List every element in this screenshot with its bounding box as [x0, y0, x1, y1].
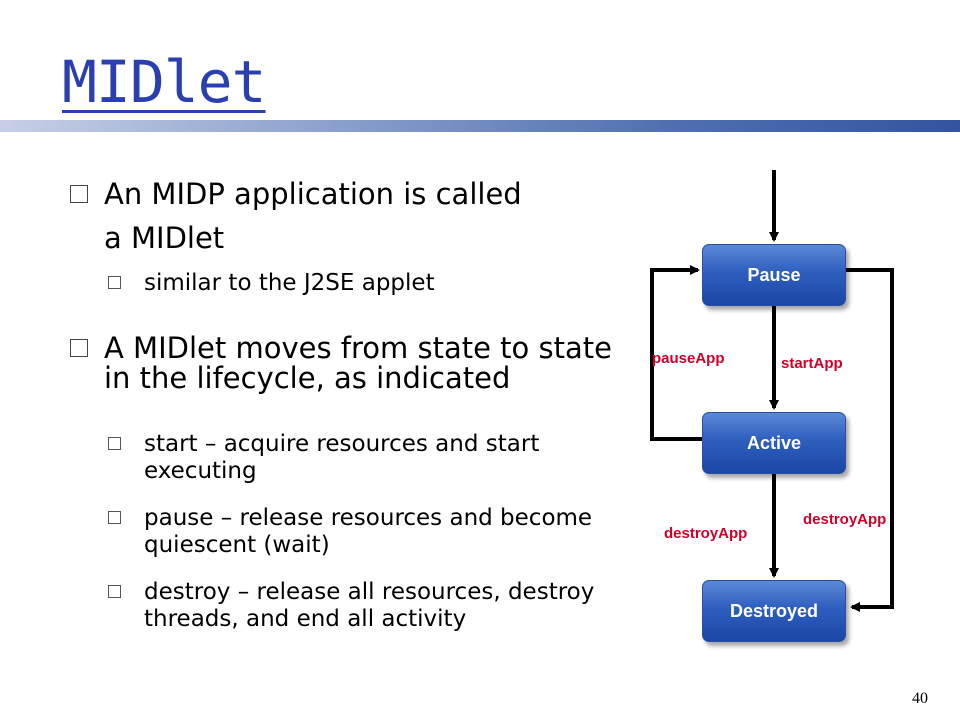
bullet-2: A MIDlet moves from state to state in th…: [70, 333, 634, 393]
lifecycle-diagram: Pause Active Destroyed pauseApp startApp…: [640, 165, 940, 645]
sub-bullet-2-3: destroy – release all resources, destroy…: [100, 579, 630, 633]
label-startapp: startApp: [781, 355, 843, 372]
state-destroyed: Destroyed: [702, 580, 846, 642]
page-number: 40: [912, 690, 928, 707]
sub-bullet-box-icon: [108, 585, 121, 598]
pauseapp-arrow: [650, 265, 702, 441]
label-destroyapp-right: destroyApp: [803, 511, 887, 528]
sub-bullet-2-1-text: start – acquire resources and start exec…: [144, 431, 540, 484]
sub-bullet-2-2-text: pause – release resources and become qui…: [144, 505, 593, 558]
sub-bullet-2-2: pause – release resources and become qui…: [100, 505, 630, 559]
label-destroyapp-left: destroyApp: [664, 525, 748, 542]
bullet-list: An MIDP application is called a MIDlet s…: [70, 172, 630, 633]
sub-bullet-2-1: start – acquire resources and start exec…: [100, 431, 630, 485]
sub-bullet-box-icon: [108, 511, 121, 524]
sub-bullet-2-3-text: destroy – release all resources, destroy…: [144, 579, 595, 632]
bullet-1-text: An MIDP application is called a MIDlet: [104, 177, 522, 255]
bullet-box-icon: [70, 339, 88, 357]
title-gradient-bar: [0, 120, 960, 132]
state-active: Active: [702, 412, 846, 474]
slide-title: MIDlet: [62, 48, 267, 116]
sub-bullet-1-1-text: similar to the J2SE applet: [144, 270, 435, 296]
bullet-box-icon: [70, 185, 88, 203]
sub-bullet-1-1: similar to the J2SE applet: [100, 270, 630, 297]
label-pauseapp: pauseApp: [652, 350, 725, 367]
lifecycle-connectors: [650, 170, 894, 612]
bullet-1: An MIDP application is called a MIDlet: [70, 172, 544, 260]
sub-bullet-box-icon: [108, 276, 121, 289]
destroyapp-arrow-right: [846, 268, 894, 612]
sub-bullet-box-icon: [108, 437, 121, 450]
bullet-2-text: A MIDlet moves from state to state in th…: [104, 331, 612, 395]
state-pause: Pause: [702, 244, 846, 306]
